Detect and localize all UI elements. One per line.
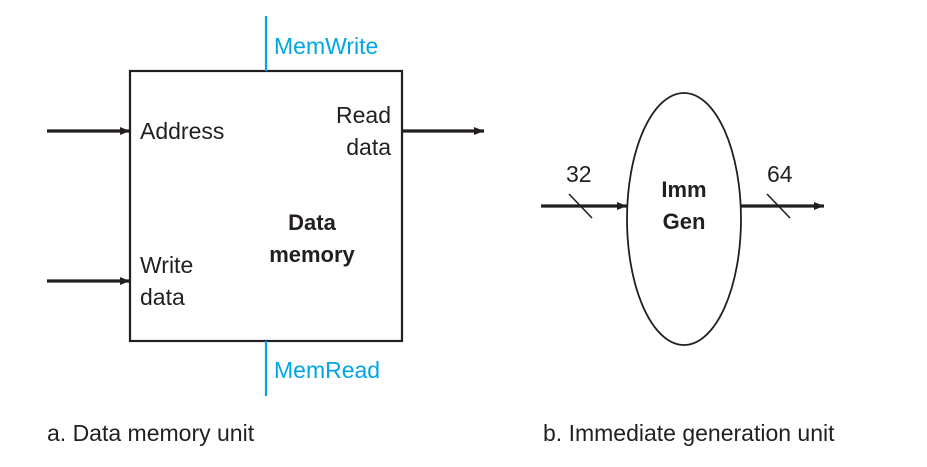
caption-b: b. Immediate generation unit	[543, 420, 835, 446]
read-data-port-label-line1: Read	[336, 102, 391, 128]
imm-gen-title-line1: Imm	[661, 177, 707, 202]
input-bus-width-slash	[568, 193, 593, 219]
imm-gen-title-line2: Gen	[662, 209, 706, 234]
output-bus-width-slash	[766, 193, 791, 219]
output-bus-width-label: 64	[767, 161, 793, 187]
data-memory-title-line1: Data	[288, 210, 336, 235]
address-port-label: Address	[140, 118, 225, 144]
memread-label: MemRead	[274, 357, 381, 383]
memwrite-label: MemWrite	[274, 33, 379, 59]
input-bus-width-label: 32	[566, 161, 592, 187]
write-data-port-label-line2: data	[140, 284, 185, 310]
caption-a: a. Data memory unit	[47, 420, 255, 446]
data-memory-title-line2: memory	[269, 242, 355, 267]
write-data-port-label-line1: Write	[140, 252, 194, 278]
imm-gen-ellipse	[626, 92, 742, 346]
read-data-port-label-line2: data	[346, 134, 391, 160]
